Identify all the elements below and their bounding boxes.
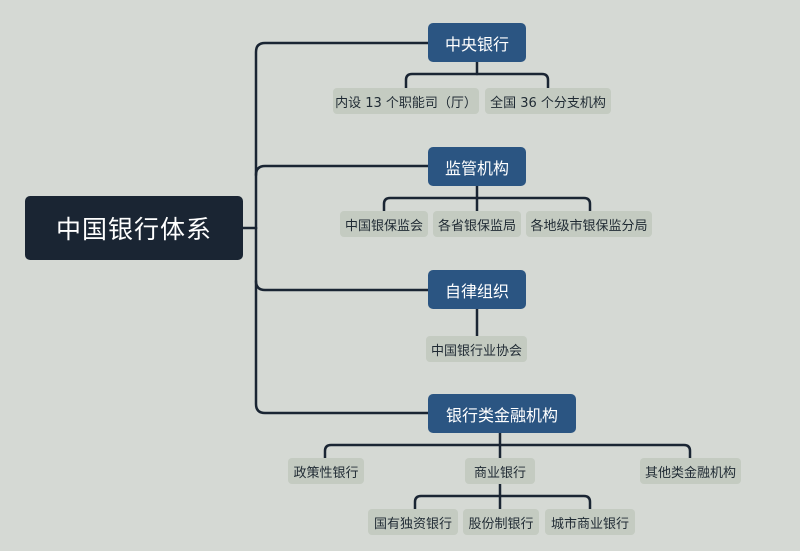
connector-trunk-regulators [254, 164, 430, 177]
joint-stock-banks-node[interactable]: 股份制银行 [463, 509, 539, 535]
regulators-node[interactable]: 监管机构 [428, 147, 526, 186]
policy-banks-node[interactable]: 政策性银行 [288, 458, 364, 484]
self-regulation-node[interactable]: 自律组织 [428, 270, 526, 309]
banking-association-node[interactable]: 中国银行业协会 [426, 336, 527, 362]
provincial-bureaus-node[interactable]: 各省银保监局 [433, 211, 521, 237]
commercial-banks-node[interactable]: 商业银行 [465, 458, 535, 484]
cbirc-node[interactable]: 中国银保监会 [340, 211, 428, 237]
central-bank-departments-node[interactable]: 内设 13 个职能司（厅） [333, 88, 479, 114]
connector-financial-institutions-children [323, 443, 692, 460]
connector-central-bank-children [404, 72, 550, 90]
financial-institutions-node[interactable]: 银行类金融机构 [428, 394, 576, 433]
other-institutions-node[interactable]: 其他类金融机构 [640, 458, 741, 484]
connector-commercial-children [413, 494, 592, 511]
connector-trunk-central-bank [254, 41, 430, 230]
connector-regulators-children [382, 196, 592, 213]
city-branches-node[interactable]: 各地级市银保监分局 [526, 211, 652, 237]
central-bank-branches-node[interactable]: 全国 36 个分支机构 [485, 88, 611, 114]
connector-trunk-financial-institutions [254, 226, 430, 415]
central-bank-node[interactable]: 中央银行 [428, 23, 526, 62]
root-node[interactable]: 中国银行体系 [25, 196, 243, 260]
city-commercial-banks-node[interactable]: 城市商业银行 [545, 509, 635, 535]
state-owned-banks-node[interactable]: 国有独资银行 [368, 509, 458, 535]
connector-trunk-self-regulation [254, 279, 430, 292]
